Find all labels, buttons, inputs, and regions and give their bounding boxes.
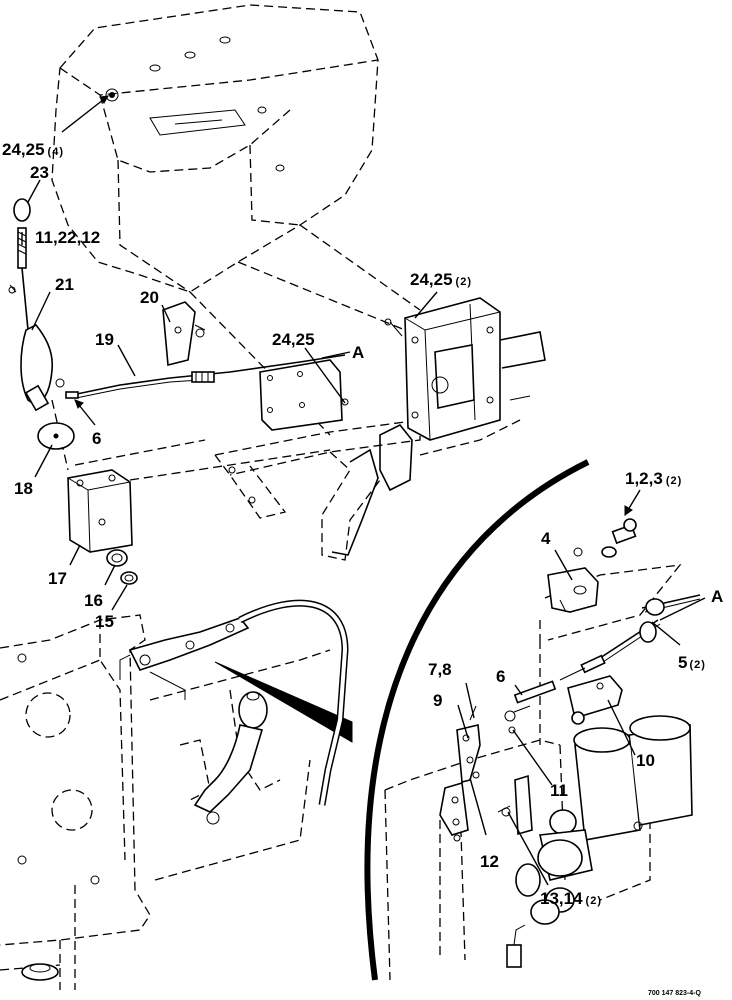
engine-block: [0, 599, 349, 990]
callout-6-left: 6: [92, 429, 101, 448]
callout-24-25-2: 24,25(2): [410, 270, 472, 289]
callout-6-right: 6: [496, 667, 505, 686]
bracket-20: [162, 301, 206, 367]
callout-17: 17: [48, 569, 67, 588]
shift-lever: [8, 198, 65, 412]
callout-1-2-3: 1,2,3(2): [625, 469, 682, 488]
callout-18: 18: [14, 479, 33, 498]
callout-11-22-12: 11,22,12: [35, 228, 100, 247]
callout-20: 20: [140, 288, 159, 307]
callout-a-right: A: [711, 587, 723, 606]
callout-7-8: 7,8: [428, 660, 452, 679]
center-frame: [214, 359, 421, 561]
callout-labels: 24,25(4) 23 11,22,12 21 20 24,25(2) 19 2…: [2, 140, 723, 997]
callout-11: 11: [550, 781, 568, 800]
console-box-17: [67, 469, 133, 553]
callout-15: 15: [95, 612, 114, 631]
detail-circle-arc: [364, 459, 590, 981]
upper-housing: [51, 4, 379, 293]
callout-21: 21: [55, 275, 74, 294]
callout-9: 9: [433, 691, 442, 710]
callout-24-25: 24,25: [272, 330, 315, 349]
detail-pointer: [214, 661, 353, 743]
callout-4: 4: [541, 529, 551, 548]
callout-13-14: 13,14(2): [540, 889, 602, 908]
callout-16: 16: [84, 591, 103, 610]
callout-24-25-4: 24,25(4): [2, 140, 64, 159]
callout-19: 19: [95, 330, 114, 349]
control-cable: [65, 354, 346, 399]
callout-23: 23: [30, 163, 49, 182]
right-frame: [384, 297, 546, 456]
callout-a-top: A: [352, 343, 364, 362]
leader-lines: [21, 95, 706, 886]
callout-10: 10: [636, 751, 655, 770]
callout-12: 12: [480, 852, 499, 871]
callout-5: 5(2): [678, 653, 706, 672]
reference-number: 700 147 823-4-Q: [648, 990, 701, 997]
detail-view: [384, 518, 701, 981]
